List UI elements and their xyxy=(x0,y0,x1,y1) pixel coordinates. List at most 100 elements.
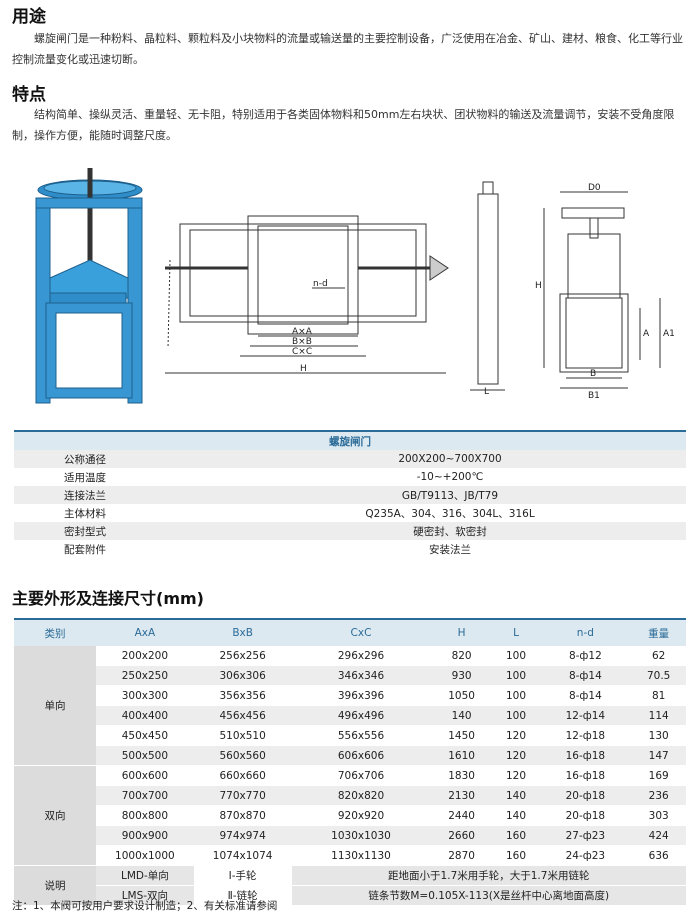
table-cell: 70.5 xyxy=(631,665,686,686)
front-view xyxy=(165,215,449,374)
note-cell: LMD-单向 xyxy=(96,865,194,886)
table-cell: 450x450 xyxy=(96,725,194,746)
table-cell: 820 xyxy=(430,646,493,666)
label-cxc: C×C xyxy=(292,347,312,357)
table-cell: 1450 xyxy=(430,725,493,746)
side-view xyxy=(470,181,505,391)
table-cell: 114 xyxy=(631,705,686,726)
table-cell: 200x200 xyxy=(96,646,194,666)
table-cell: 456x456 xyxy=(193,705,292,726)
spec-label: 公称通径 xyxy=(14,450,214,468)
label-a1: A1 xyxy=(663,329,675,339)
features-text: 结构简单、操纵灵活、重量轻、无卡阻，特别适用于各类固体物料和50mm左右块状、团… xyxy=(12,108,675,142)
label-b: B xyxy=(590,369,596,379)
table-cell: 303 xyxy=(631,805,686,826)
note-text: 链条节数M=0.105X-113(X是丝杆中心离地面高度) xyxy=(291,885,686,906)
spec-value: GB/T9113、JB/T79 xyxy=(214,486,686,504)
table-cell: 2130 xyxy=(430,785,493,806)
table-cell: 160 xyxy=(492,845,540,866)
table-cell: 606x606 xyxy=(291,745,431,766)
table-cell: 16-ф18 xyxy=(539,745,632,766)
gate-illustration xyxy=(35,168,143,404)
column-header: H xyxy=(430,618,493,646)
table-cell: 256x256 xyxy=(193,646,292,666)
note-label: 说明 xyxy=(14,865,96,906)
table-cell: 160 xyxy=(492,825,540,846)
features-title: 特点 xyxy=(12,85,46,105)
table-cell: 120 xyxy=(492,725,540,746)
column-header: AxA xyxy=(96,618,194,646)
table-cell: 250x250 xyxy=(96,665,194,686)
note-cell: Ⅰ-手轮 xyxy=(193,865,292,886)
table-cell: 424 xyxy=(631,825,686,846)
column-header: CxC xyxy=(291,618,431,646)
usage-text: 螺旋闸门是一种粉料、晶粒料、颗粒料及小块物料的流量或输送量的主要控制设备，广泛使… xyxy=(12,32,683,66)
label-bxb: B×B xyxy=(292,337,312,347)
gate-drawings: n-d A×A B×B C×C H L D0 H A A1 B B1 xyxy=(35,168,675,404)
table-cell: 2660 xyxy=(430,825,493,846)
spec-label: 连接法兰 xyxy=(14,486,214,504)
table-cell: 20-ф18 xyxy=(539,805,632,826)
table-cell: 974x974 xyxy=(193,825,292,846)
table-cell: 510x510 xyxy=(193,725,292,746)
table-cell: 400x400 xyxy=(96,705,194,726)
spec-label: 配套附件 xyxy=(14,540,214,558)
spec-header: 螺旋闸门 xyxy=(14,430,686,450)
label-axa: A×A xyxy=(292,327,313,337)
table-cell: 1074x1074 xyxy=(193,845,292,866)
table-cell: 770x770 xyxy=(193,785,292,806)
table-cell: 8-ф12 xyxy=(539,646,632,666)
table-cell: 870x870 xyxy=(193,805,292,826)
spec-value: 硬密封、软密封 xyxy=(214,522,686,540)
table-cell: 24-ф23 xyxy=(539,845,632,866)
table-cell: 27-ф23 xyxy=(539,825,632,846)
table-cell: 636 xyxy=(631,845,686,866)
table-cell: 1000x1000 xyxy=(96,845,194,866)
table-cell: 1130x1130 xyxy=(291,845,431,866)
label-a: A xyxy=(643,329,650,339)
right-view xyxy=(543,191,661,389)
column-header: 重量 xyxy=(631,618,686,646)
note-cell: LMS-双向 xyxy=(96,885,194,906)
table-cell: 706x706 xyxy=(291,765,431,786)
group-label: 单向 xyxy=(14,646,96,766)
table-cell: 930 xyxy=(430,665,493,686)
spec-value: -10~+200℃ xyxy=(214,468,686,486)
table-cell: 130 xyxy=(631,725,686,746)
spec-label: 密封型式 xyxy=(14,522,214,540)
table-cell: 396x396 xyxy=(291,685,431,706)
table-cell: 900x900 xyxy=(96,825,194,846)
table-cell: 62 xyxy=(631,646,686,666)
table-cell: 100 xyxy=(492,665,540,686)
table-cell: 8-ф14 xyxy=(539,665,632,686)
table-cell: 2440 xyxy=(430,805,493,826)
table-cell: 346x346 xyxy=(291,665,431,686)
table-cell: 100 xyxy=(492,705,540,726)
label-h-side: H xyxy=(535,281,542,291)
table-cell: 100 xyxy=(492,646,540,666)
table-cell: 120 xyxy=(492,765,540,786)
table-cell: 500x500 xyxy=(96,745,194,766)
table-cell: 140 xyxy=(492,805,540,826)
table-cell: 1030x1030 xyxy=(291,825,431,846)
table-cell: 120 xyxy=(492,745,540,766)
table-cell: 800x800 xyxy=(96,805,194,826)
table-cell: 300x300 xyxy=(96,685,194,706)
table-cell: 1830 xyxy=(430,765,493,786)
spec-value: Q235A、304、316、304L、316L xyxy=(214,504,686,522)
table-cell: 660x660 xyxy=(193,765,292,786)
table-cell: 8-ф14 xyxy=(539,685,632,706)
